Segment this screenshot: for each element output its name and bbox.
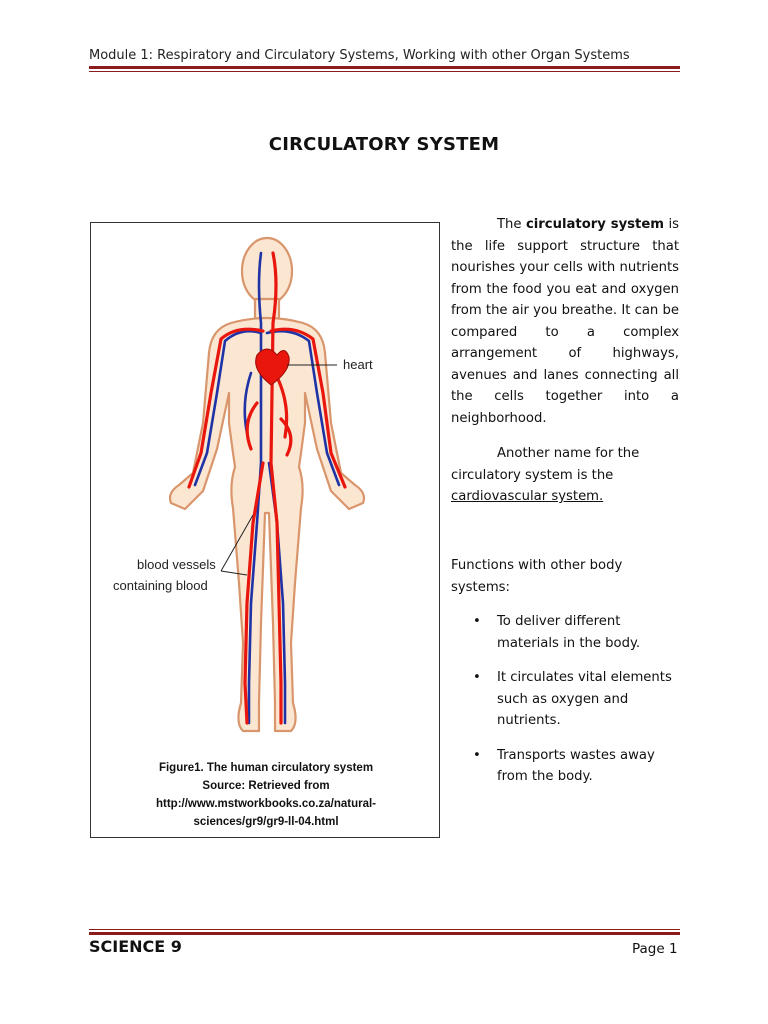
caption-url-part1: http://www.mstworkbooks.co.za/natural- bbox=[155, 798, 376, 810]
circulatory-system-illustration: heart blood vessels containing blood bbox=[113, 236, 373, 733]
vessels-label-line2: containing blood bbox=[113, 578, 208, 593]
alt-name-term: cardiovascular system. bbox=[451, 489, 604, 504]
caption-source: Source: Retrieved from bbox=[202, 780, 330, 792]
heart-organ bbox=[255, 348, 290, 386]
vessels-pointer-line-1 bbox=[220, 514, 254, 572]
list-item: • Transports wastes away from the body. bbox=[473, 745, 685, 788]
page-number: Page 1 bbox=[632, 941, 678, 957]
intro-lead: The bbox=[497, 217, 526, 232]
alt-name-text: Another name for the circulatory system … bbox=[451, 446, 640, 483]
figure-frame: heart blood vessels containing blood Fig… bbox=[90, 222, 440, 838]
footer-subject: SCIENCE 9 bbox=[89, 937, 182, 956]
heart-label: heart bbox=[343, 357, 373, 372]
footer-rule-thick bbox=[89, 932, 680, 935]
list-item-text: It circulates vital elements such as oxy… bbox=[497, 670, 672, 728]
header-rule-thick bbox=[89, 66, 680, 69]
list-item-text: Transports wastes away from the body. bbox=[497, 747, 655, 785]
list-item: • It circulates vital elements such as o… bbox=[473, 667, 685, 732]
vessels-pointer-line-2 bbox=[220, 570, 248, 576]
arteries bbox=[187, 251, 347, 725]
module-header: Module 1: Respiratory and Circulatory Sy… bbox=[89, 48, 630, 63]
alt-name-paragraph: Another name for the circulatory system … bbox=[451, 443, 679, 508]
bullet-dot: • bbox=[473, 670, 481, 685]
caption-title: Figure1. The human circulatory system bbox=[158, 762, 374, 774]
intro-term: circulatory system bbox=[525, 217, 665, 232]
list-item-text: To deliver different materials in the bo… bbox=[497, 614, 641, 651]
page-title: CIRCULATORY SYSTEM bbox=[268, 134, 500, 155]
figure-caption: Figure1. The human circulatory system So… bbox=[91, 759, 441, 831]
vessels-label-line1: blood vessels bbox=[137, 557, 216, 572]
intro-text: is the life support structure that nouri… bbox=[451, 217, 679, 426]
bullet-dot: • bbox=[473, 747, 481, 763]
body-silhouette bbox=[168, 236, 366, 733]
header-rule-thin bbox=[89, 71, 680, 72]
list-item: • To deliver different materials in the … bbox=[473, 611, 685, 654]
intro-paragraph: The circulatory system is the life suppo… bbox=[451, 214, 679, 429]
bullet-dot: • bbox=[473, 614, 481, 629]
functions-heading: Functions with other body systems: bbox=[451, 558, 623, 595]
footer-rule-thin bbox=[89, 929, 680, 930]
caption-url-part2: sciences/gr9/gr9-ll-04.html bbox=[193, 816, 339, 828]
functions-list: • To deliver different materials in the … bbox=[473, 611, 685, 801]
